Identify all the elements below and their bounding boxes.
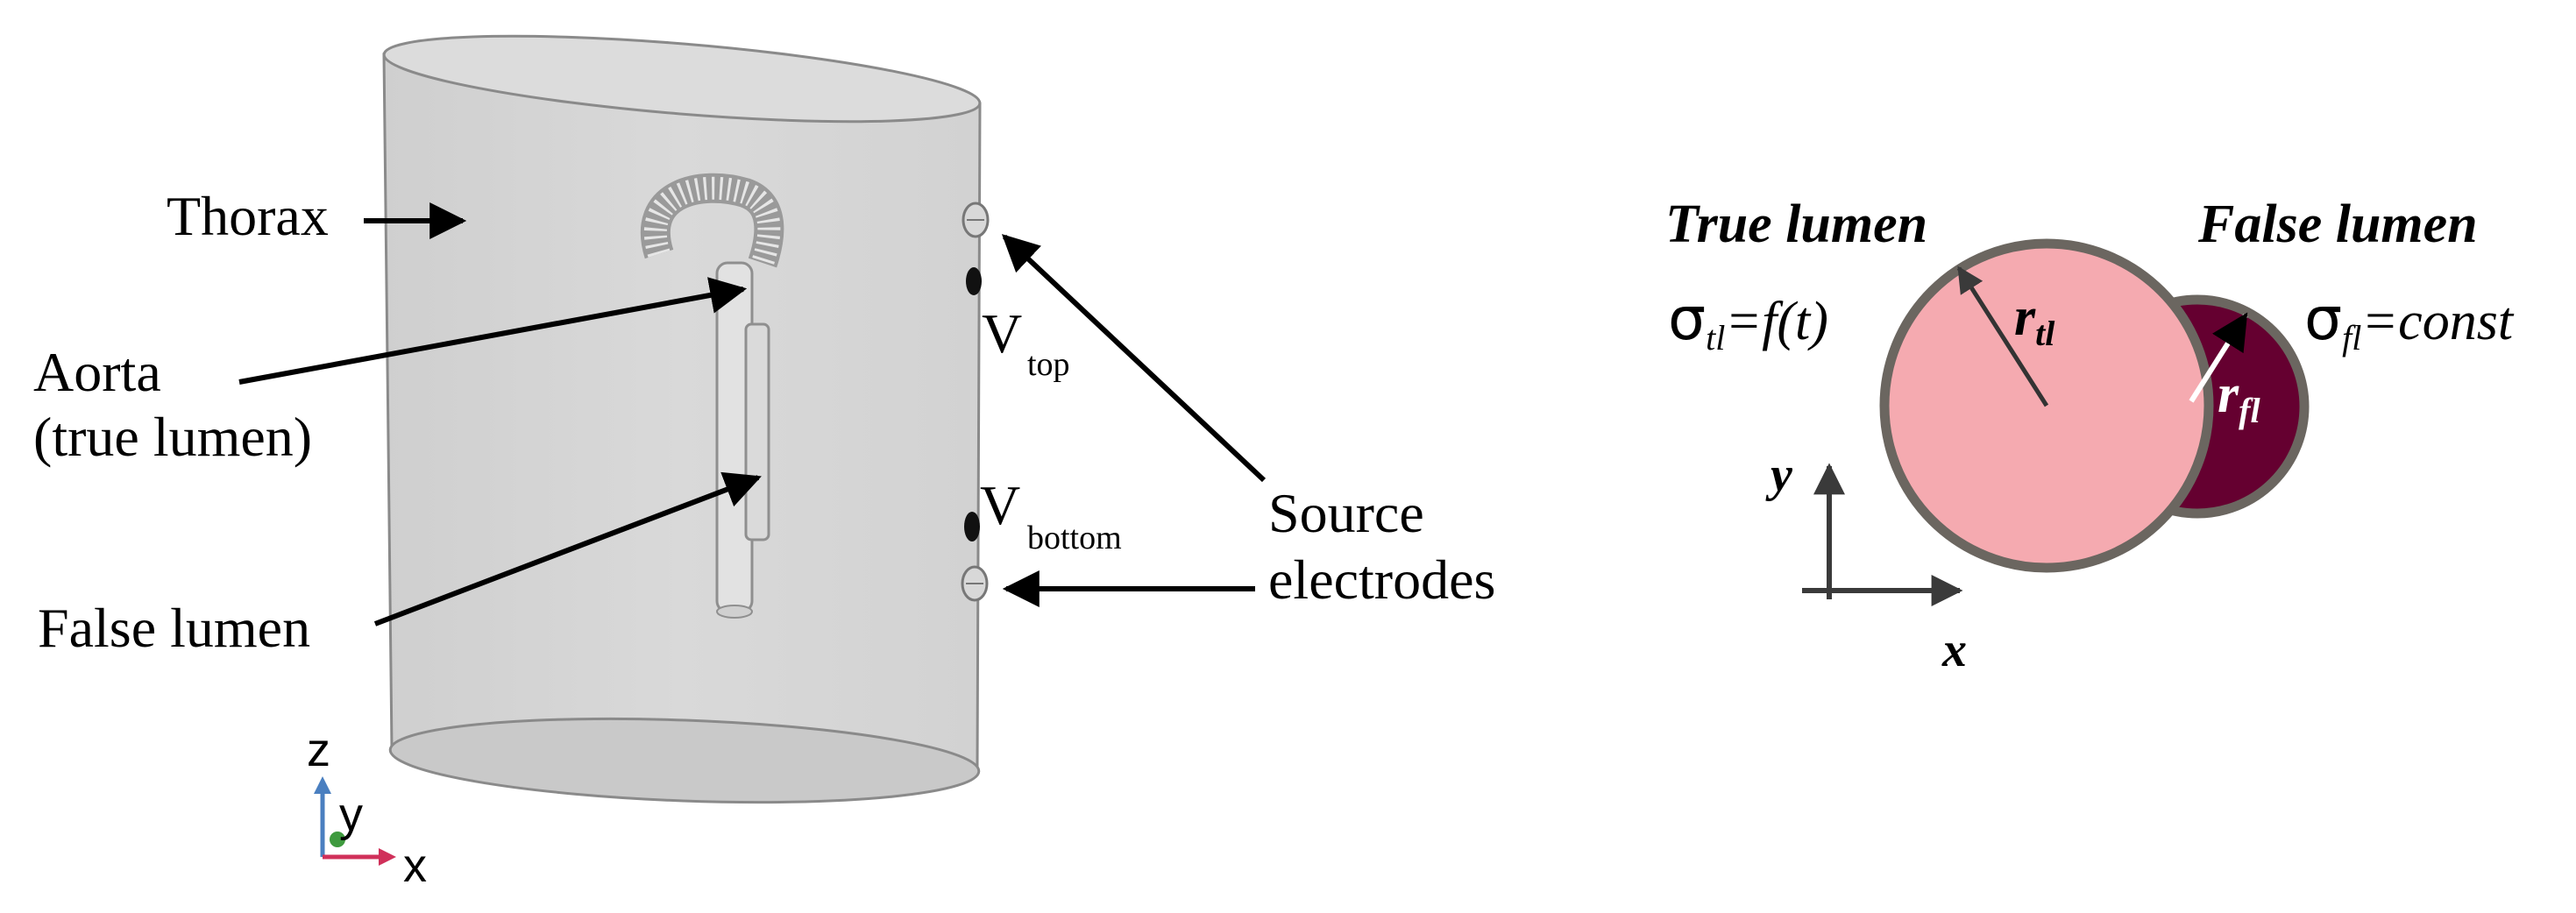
- measure-electrode-top: [966, 267, 982, 295]
- r-tl-arrow: [1956, 265, 2049, 407]
- false-lumen-label: False lumen: [38, 597, 310, 659]
- xy-axes: y x: [1765, 448, 1967, 677]
- false-lumen-title: False lumen: [2197, 195, 2478, 254]
- v-top-label: V: [982, 302, 1022, 364]
- y-axis-label: y: [1765, 448, 1793, 502]
- aorta-label: Aorta: [33, 341, 161, 403]
- false-lumen-tube: [744, 322, 770, 541]
- y-axis-dot: [330, 832, 345, 847]
- aorta-model: [640, 173, 784, 619]
- r-fl-label: rfl: [2218, 364, 2260, 430]
- source-electrode-arrow-top: [1001, 234, 1267, 483]
- sigma-fl-formula: σfl=const: [2304, 285, 2515, 357]
- v-bottom-subscript: bottom: [1027, 520, 1122, 556]
- coordinate-triad: z y x: [307, 724, 427, 892]
- axis-z-label: z: [307, 724, 330, 776]
- electrodes: [961, 202, 990, 602]
- thorax-top-cap: [382, 34, 982, 124]
- source-electrodes-label: Source: [1268, 482, 1424, 544]
- thorax-model: [382, 34, 982, 804]
- r-tl-label: rtl: [2014, 287, 2055, 353]
- false-lumen-arrow: [373, 471, 762, 626]
- thorax-label: Thorax: [167, 185, 329, 247]
- axis-y-label: y: [339, 789, 363, 841]
- source-electrodes-label-sub: electrodes: [1268, 549, 1495, 611]
- aorta-arrow: [238, 277, 748, 385]
- x-axis-label: x: [1941, 623, 1967, 677]
- leader-arrows: [238, 202, 1267, 626]
- r-fl-arrow: [2189, 312, 2248, 403]
- thorax-body: [382, 53, 982, 773]
- aorta-label-sub: (true lumen): [33, 406, 312, 468]
- true-lumen-title: True lumen: [1665, 195, 1927, 254]
- axis-x-label: x: [403, 839, 427, 892]
- thorax-bottom-cap: [388, 717, 981, 804]
- v-top-subscript: top: [1027, 346, 1070, 383]
- measure-electrode-bottom: [964, 512, 980, 541]
- v-bottom-label: V: [980, 474, 1020, 536]
- sigma-tl-formula: σtl=f(t): [1668, 285, 1828, 357]
- lumen-cross-section: [1879, 238, 2310, 573]
